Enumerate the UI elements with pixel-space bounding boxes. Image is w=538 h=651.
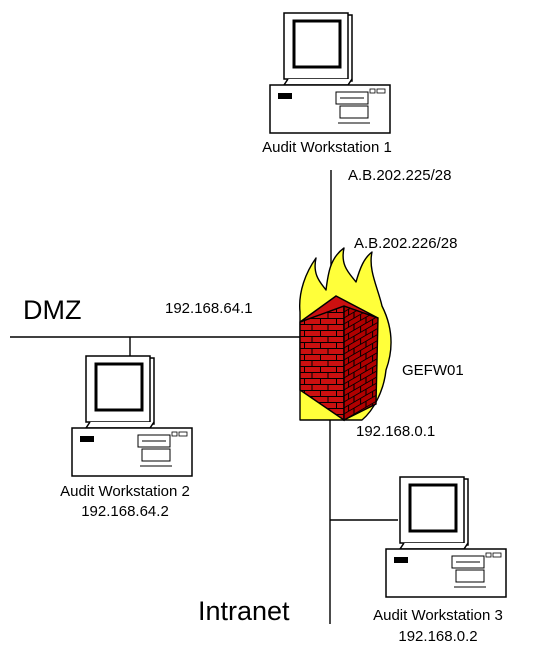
workstation-3-computer-icon [385,476,507,598]
firewall-wall-side [343,305,379,422]
firewall-wall-top [299,295,379,323]
firewall-name-label: GEFW01 [402,362,464,379]
dmz-label: DMZ [23,295,82,325]
workstation-1-name: Audit Workstation 1 [262,139,392,156]
workstation-2-ip-label: 192.168.64.2 [81,503,169,520]
workstation-1-ip-label: A.B.202.225/28 [348,167,452,184]
firewall-icon [299,247,392,422]
workstation-2-name: Audit Workstation 2 [60,483,190,500]
firewall-dmz-ip-label: 192.168.64.1 [165,300,253,317]
network-links [10,170,398,624]
workstation-3-name: Audit Workstation 3 [373,607,503,624]
firewall-external-ip-label: A.B.202.226/28 [354,235,458,252]
intranet-label: Intranet [198,596,290,626]
workstation-2-computer-icon [71,355,193,477]
firewall-internal-ip-label: 192.168.0.1 [356,423,436,440]
workstation-3-ip-label: 192.168.0.2 [398,628,478,645]
workstation-1-computer-icon [269,12,391,134]
